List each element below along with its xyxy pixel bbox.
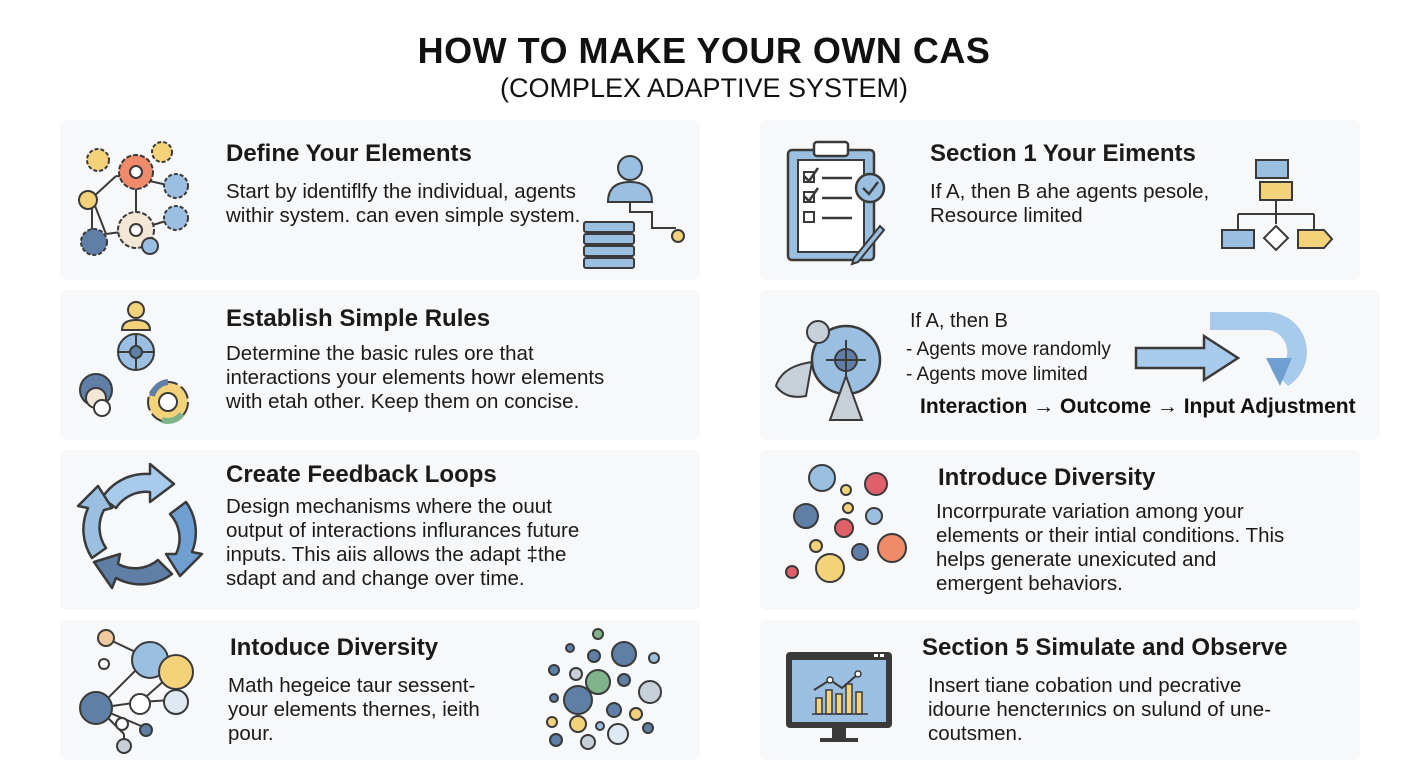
rule-bullet: - Agents move randomly [906,339,1111,360]
rule-title: If A, then B [910,310,1008,332]
monitor-chart-icon [786,652,892,742]
page-title: HOW TO MAKE YOUR OWN CAS [417,30,991,71]
rule-bullet: - Agents move limited [906,364,1088,385]
body-line: emergent behaviors. [936,572,1123,595]
body-line: with etah other. Keep them on concise. [226,390,580,413]
checklist-clipboard-icon [786,140,886,266]
loop-arrow-icon [1210,312,1307,386]
body-line: Incorrpurate variation among your [936,500,1244,523]
body-line: elements or their intial conditions. Thi… [936,524,1285,547]
people-network-icon [79,301,189,424]
body-line: Design mechanisms where the ouut [226,495,552,518]
body-line: If A, then B ahe agents pesole, [930,180,1210,203]
page-subtitle: (COMPLEX ADAPTIVE SYSTEM) [499,73,909,103]
section-body: Insert tiane cobation und pecrative idou… [928,674,1271,746]
body-line: pour. [228,722,274,745]
body-line: coutsmen. [928,722,1023,745]
bubble-network-icon [79,629,194,754]
colored-dots-icon [785,464,907,583]
body-line: idourıe hencterınics on sulund of une- [928,698,1272,721]
gears-network-icon [78,141,189,256]
section-heading: Define Your Elements [226,140,472,167]
section-heading: Establish Simple Rules [226,305,491,332]
panel-right-3 [760,450,1360,610]
arrow-right-icon [1134,333,1241,383]
body-line: Math hegeice taur sessent- [228,674,476,697]
cycle-arrows-icon [76,462,204,590]
body-line: Determine the basic rules ore that [226,342,534,365]
body-line: Resource limited [930,204,1083,227]
body-line: your elements thernes, ieith [228,698,480,721]
section-heading: Intoduce Diversity [230,634,439,661]
section-heading: Introduce Diversity [938,464,1156,491]
flowchart-icon [1221,159,1334,252]
agent-shapes-icon [774,320,882,421]
section-body: Design mechanisms where the ouut output … [226,495,579,591]
body-line: withir system. can even simple system. [226,204,581,227]
body-line: Start by identiflfy the individual, agen… [226,180,576,203]
section-heading: Create Feedback Loops [226,461,497,488]
body-line: inputs. This aiis allows the adapt ‡the [226,543,567,566]
body-line: sdapt and and change over time. [226,567,525,590]
section-heading: Section 1 Your Eiments [930,140,1196,167]
section-body: Determine the basic rules ore that inter… [226,342,604,414]
body-line: interactions your elements howr elements [226,366,605,389]
body-line: Insert tiane cobation und pecrative [928,674,1242,697]
section-body: Math hegeice taur sessent- your elements… [228,674,480,746]
dot-cluster-icon [546,628,662,750]
body-line: output of interactions influrances futur… [226,519,580,542]
section-body: Start by identiflfy the individual, agen… [226,180,580,228]
section-body: If A, then B ahe agents pesole, Resource… [930,180,1209,228]
section-body: Incorrpurate variation among your elemen… [936,500,1284,596]
body-line: helps generate unexicuted and [936,548,1217,571]
user-server-icon [583,155,685,269]
interaction-flow: Interaction → Outcome → Input Adjustment [920,395,1356,418]
section-heading: Section 5 Simulate and Observe [922,634,1288,661]
